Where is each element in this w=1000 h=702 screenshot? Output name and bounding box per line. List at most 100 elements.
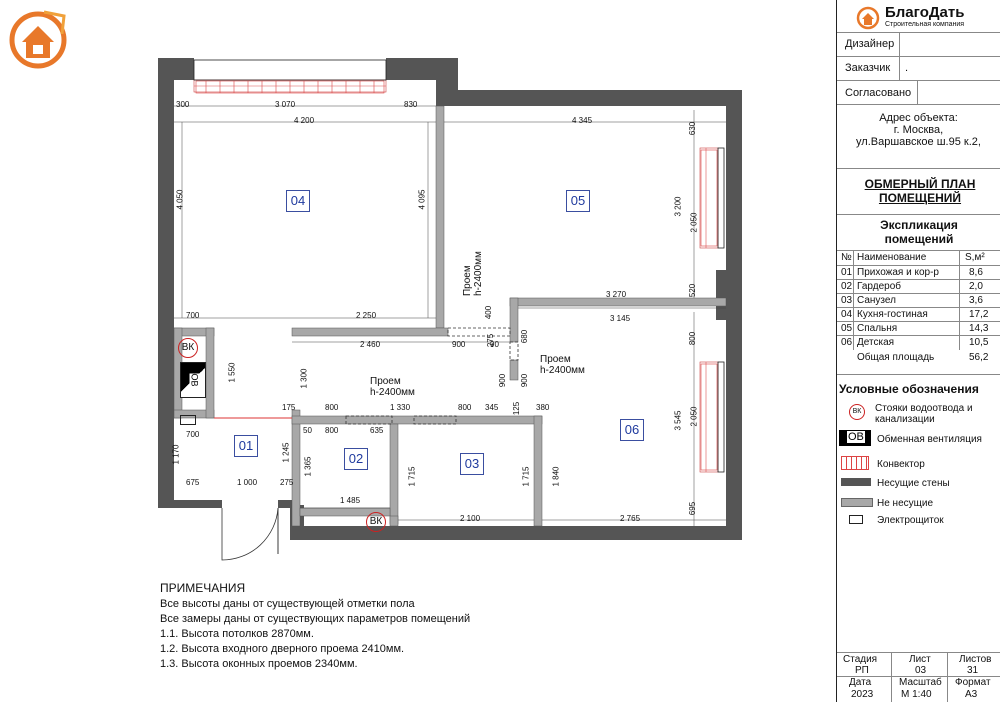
divider [959,250,960,350]
dim-1330: 1 330 [390,403,411,412]
dim-3145: 3 145 [610,314,631,323]
dim-345: 345 [485,403,499,412]
dim-1840: 1 840 [551,466,561,487]
note-line-5: 1.3. Высота оконных проемов 2340мм. [160,658,358,670]
dim-3200: 3 200 [673,196,683,217]
dim-1550: 1 550 [227,362,237,383]
divider [899,32,900,56]
divider [837,168,1000,169]
room-label-05: 05 [566,190,590,212]
dim-2460: 2 460 [360,340,381,349]
dim-520: 520 [688,283,698,298]
dim-900a: 900 [452,340,466,349]
address-city: г. Москва, [893,124,944,136]
vk-legend-icon: ВК [849,404,865,420]
floor-plan [150,50,750,570]
dim-275b: 275 [280,478,294,487]
room-label-04: 04 [286,190,310,212]
explication-title: Экспликация помещений [880,218,958,246]
dim-700b: 700 [186,430,200,439]
divider [899,56,900,80]
dim-680: 680 [520,329,530,344]
convector-legend-icon [841,456,869,470]
ov-legend-icon: ОВ [839,430,871,446]
approved-label: Согласовано [845,87,912,99]
table-row: 01 Прихожая и кор-р 8,6 [837,265,1000,280]
customer-value: . [905,62,909,74]
room-label-03: 03 [460,453,484,475]
customer-label: Заказчик [845,62,891,74]
dim-1365: 1 365 [303,456,313,477]
table-row: 03 Санузел 3,6 [837,293,1000,308]
dim-1715b: 1 715 [521,466,531,487]
dim-2250: 2 250 [356,311,377,320]
divider [917,80,918,104]
vk-riser-symbol: ВК [178,338,198,358]
dim-4095: 4 095 [417,189,427,210]
dim-700a: 700 [186,311,200,320]
title-block: Стадия Лист Листов РП 03 31 Дата Масштаб… [837,652,1000,702]
room-label-06: 06 [620,419,644,441]
dim-300: 300 [176,100,190,109]
divider [837,676,1000,677]
divider [853,250,854,350]
note-line-2: Все замеры даны от существующих параметр… [160,613,471,625]
ov-vent-text: ОВ [189,373,200,387]
designer-label: Дизайнер [845,38,895,50]
divider [837,56,1000,57]
legend-label-bearing: Несущие стены [877,478,950,489]
dim-900c: 900 [520,373,530,388]
vk-riser-symbol-bottom: ВК [366,512,386,532]
dim-2765: 2 765 [620,514,641,523]
dim-1000: 1 000 [237,478,258,487]
electric-panel-symbol [180,415,196,425]
info-panel: БлагоДать Строительная компания Дизайнер… [836,0,1000,702]
ov-vent-symbol: ОВ [180,362,206,398]
legend-title: Условные обозначения [839,382,979,396]
notes-title: ПРИМЕЧАНИЯ [160,581,246,595]
divider [837,32,1000,33]
legend-label-convector: Конвектор [877,459,925,470]
dim-90: 90 [490,340,499,349]
note-line-4: 1.2. Высота входного дверного проема 241… [160,643,405,655]
dim-4200: 4 200 [294,116,315,125]
panel-logo-icon [855,4,881,30]
dim-1245: 1 245 [281,442,291,463]
total-row: Общая площадь 56,2 [837,351,1000,365]
room-label-01: 01 [234,435,258,457]
header-area: S,м² [965,252,985,263]
table-row: 04 Кухня-гостиная 17,2 [837,307,1000,322]
dim-830: 830 [404,100,418,109]
legend-label-electric: Электрощиток [877,515,944,526]
dim-125: 125 [512,401,522,416]
dim-175: 175 [282,403,296,412]
dim-1170: 1 170 [171,444,181,465]
company-name: БлагоДать [885,4,965,21]
table-row: 02 Гардероб 2,0 [837,279,1000,294]
dim-4345: 4 345 [572,116,593,125]
dim-675: 675 [186,478,200,487]
divider [837,104,1000,105]
dim-800a: 800 [325,403,339,412]
address-label: Адрес объекта: [879,112,958,124]
note-line-3: 1.1. Высота потолков 2870мм. [160,628,314,640]
divider [947,652,948,702]
electric-panel-legend-icon [849,515,863,524]
total-label: Общая площадь [857,352,935,363]
explication-header-row: № Наименование S,м² [837,250,1000,265]
room-label-02: 02 [344,448,368,470]
divider [837,214,1000,215]
dim-635: 635 [370,426,384,435]
dim-2050b: 2 050 [689,406,699,427]
non-bearing-wall-legend-icon [841,498,873,507]
table-row: 05 Спальня 14,3 [837,321,1000,336]
dim-1300: 1 300 [299,368,309,389]
divider [837,374,1000,375]
note-line-1: Все высоты даны от существующей отметки … [160,598,415,610]
dim-3545: 3 545 [673,410,683,431]
dim-3070: 3 070 [275,100,296,109]
dim-800c: 800 [688,331,698,346]
